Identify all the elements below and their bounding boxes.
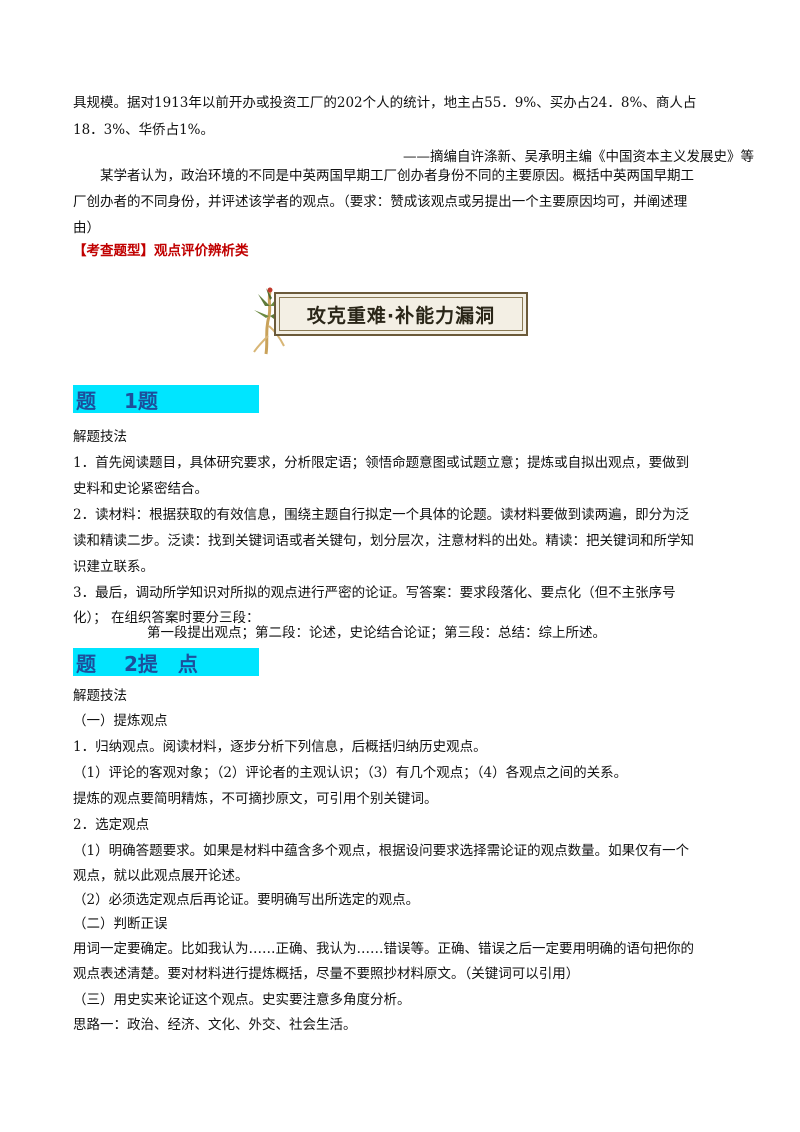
intro-line-1: 具规模。据对1913年以前开办或投资工厂的202个人的统计，地主占55．9%、买… bbox=[73, 95, 697, 111]
section-1-line: 解题技法 bbox=[73, 429, 127, 445]
section-2-heading: 题 2提 点 bbox=[73, 648, 259, 676]
section-2-line: 思路一：政治、经济、文化、外交、社会生活。 bbox=[73, 1017, 357, 1033]
section-1-line: 识建立联系。 bbox=[73, 559, 154, 575]
section-1-heading-prefix: 题 bbox=[76, 388, 96, 413]
question-line-1: 某学者认为，政治环境的不同是中英两国早期工厂创办者身份不同的主要原因。概括中英两… bbox=[100, 168, 694, 184]
section-2-heading-prefix: 题 bbox=[76, 651, 96, 676]
section-1-line: 3．最后，调动所学知识对所拟的观点进行严密的论证。写答案：要求段落化、要点化（但… bbox=[73, 585, 676, 601]
section-2-line: 提炼的观点要简明精炼，不可摘抄原文，可引用个别关键词。 bbox=[73, 791, 438, 807]
section-1-line: 化）； 在组织答案时要分三段： bbox=[73, 610, 260, 626]
question-line-2: 厂创办者的不同身份，并评述该学者的观点。（要求：赞成该观点或另提出一个主要原因均… bbox=[73, 194, 688, 210]
section-1-line: 读和精读二步。泛读：找到关键词语或者关键句，划分层次，注意材料的出处。精读：把关… bbox=[73, 533, 694, 549]
section-banner: 攻克重难·补能力漏洞 bbox=[248, 286, 538, 356]
question-line-3: 由） bbox=[73, 220, 100, 236]
section-2-line: 用词一定要确定。比如我认为……正确、我认为……错误等。正确、错误之后一定要用明确… bbox=[73, 941, 694, 957]
banner-frame: 攻克重难·补能力漏洞 bbox=[274, 292, 528, 336]
section-2-line: （2）必须选定观点后再论证。要明确写出所选定的观点。 bbox=[73, 892, 420, 908]
intro-line-2: 18．3%、华侨占1%。 bbox=[73, 122, 215, 138]
section-2-line: （三）用史实来论证这个观点。史实要注意多角度分析。 bbox=[73, 992, 411, 1008]
section-2-line: （二）判断正误 bbox=[73, 916, 168, 932]
section-2-line: （1）明确答题要求。如果是材料中蕴含多个观点，根据设问要求选择需论证的观点数量。… bbox=[73, 843, 690, 859]
section-2-line: 2．选定观点 bbox=[73, 817, 150, 833]
section-2-heading-title: 2提 点 bbox=[124, 651, 198, 676]
section-1-summary: 第一段提出观点；第二段：论述，史论结合论证；第三段：总结：综上所述。 bbox=[147, 625, 606, 641]
section-2-line: （一）提炼观点 bbox=[73, 713, 168, 729]
section-2-line: 观点，就以此观点展开论述。 bbox=[73, 868, 249, 884]
section-1-heading: 题 1题 bbox=[73, 385, 259, 413]
section-1-line: 史料和史论紧密结合。 bbox=[73, 481, 208, 497]
section-2-line: 观点表述清楚。要对材料进行提炼概括，尽量不要照抄材料原文。（关键词可以引用） bbox=[73, 966, 580, 982]
section-2-line: 1．归纳观点。阅读材料，逐步分析下列信息，后概括归纳历史观点。 bbox=[73, 739, 487, 755]
exam-type-tag: 【考查题型】观点评价辨析类 bbox=[73, 243, 249, 259]
banner-title: 攻克重难·补能力漏洞 bbox=[306, 304, 496, 327]
section-1-heading-title: 1题 bbox=[124, 388, 158, 413]
section-2-line: 解题技法 bbox=[73, 688, 127, 704]
section-1-line: 1．首先阅读题目，具体研究要求，分析限定语；领悟命题意图或试题立意；提炼或自拟出… bbox=[73, 455, 690, 471]
section-1-line: 2．读材料：根据获取的有效信息，围绕主题自行拟定一个具体的论题。读材料要做到读两… bbox=[73, 507, 690, 523]
source-citation: ——摘编自许涤新、吴承明主编《中国资本主义发展史》等 bbox=[403, 149, 754, 165]
section-2-line: （1）评论的客观对象；（2）评论者的主观认识；（3）有几个观点；（4）各观点之间… bbox=[73, 765, 628, 781]
